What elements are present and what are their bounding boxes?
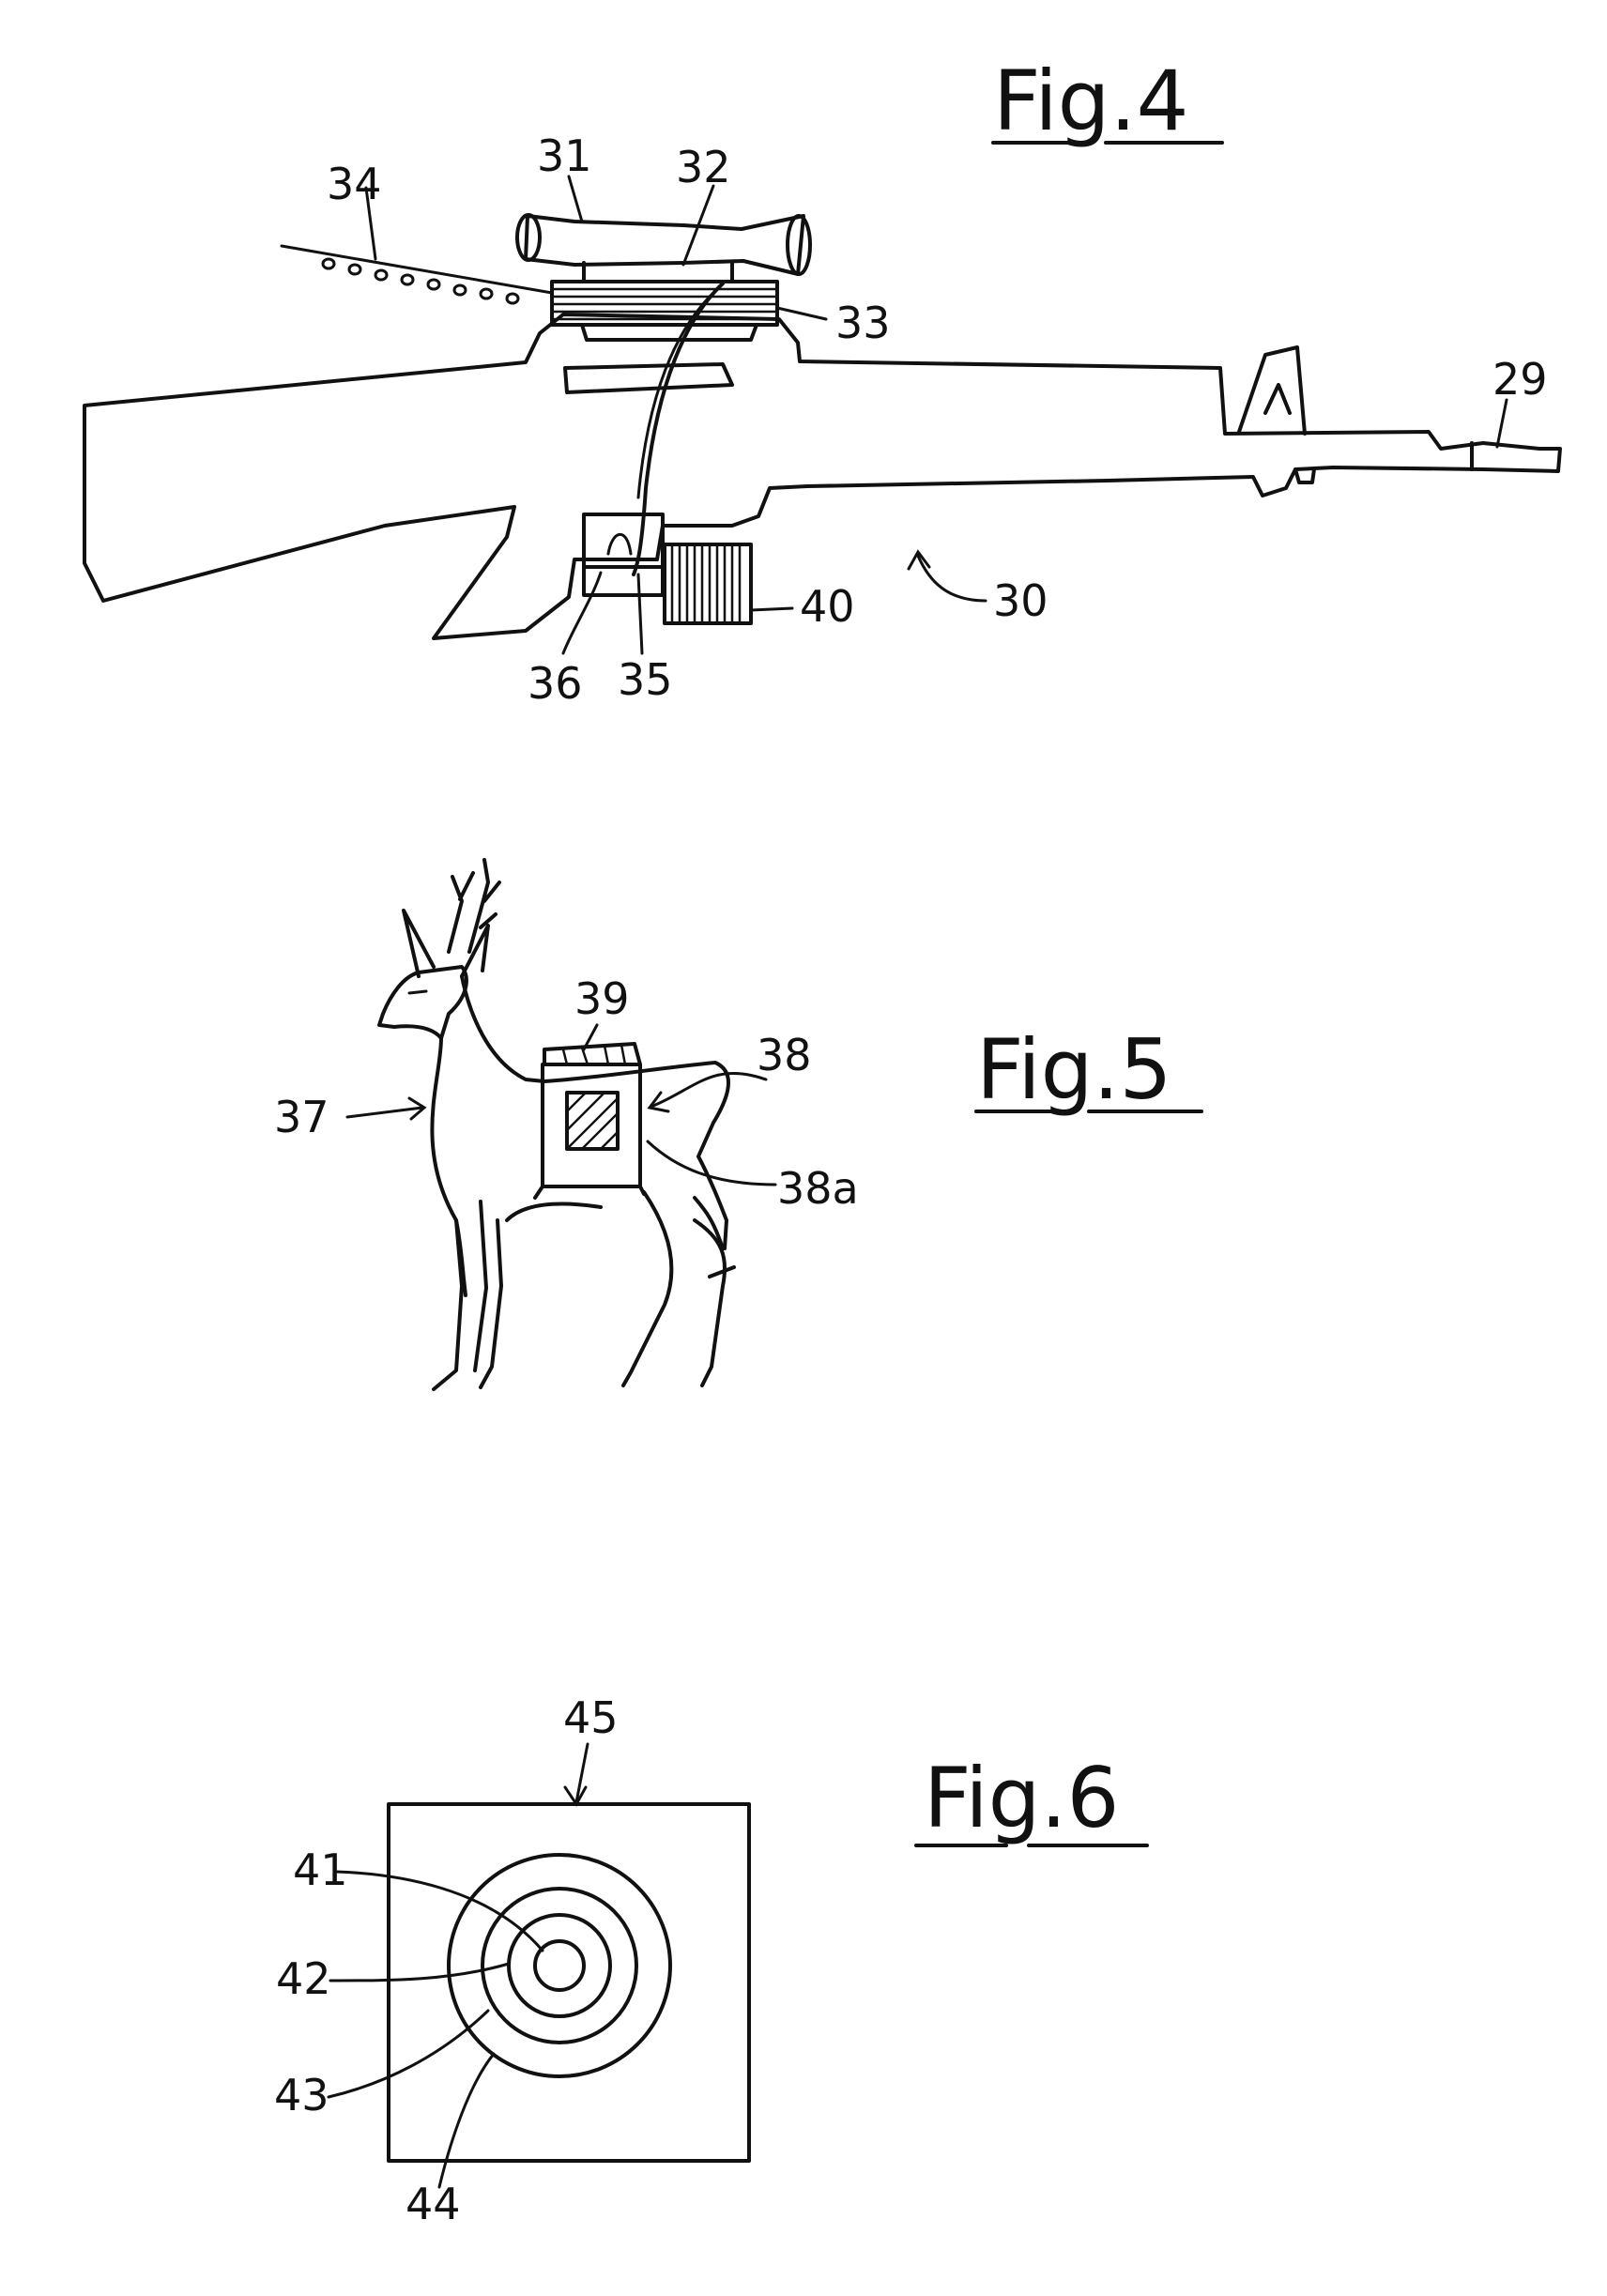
switch-contact (608, 534, 631, 554)
leader-35 (638, 574, 642, 653)
deer-drawing (347, 860, 775, 1389)
scope (517, 215, 810, 282)
label-32: 32 (676, 142, 731, 192)
label-40: 40 (800, 581, 855, 632)
fig5-title: Fig.5 (976, 1021, 1171, 1118)
target-board (389, 1804, 749, 2161)
label-37: 37 (274, 1092, 329, 1142)
label-39: 39 (574, 973, 630, 1024)
leader-33 (777, 308, 826, 319)
laser-emitter (552, 282, 777, 340)
deer-hock (710, 1267, 734, 1277)
leader-29 (1497, 400, 1507, 447)
label-33: 33 (835, 298, 891, 348)
front-sight-inner (1265, 385, 1290, 413)
leader-30 (918, 556, 986, 601)
fig4-title: Fig.4 (993, 53, 1188, 149)
battery-box (665, 544, 751, 623)
figure-5: Fig.5 (274, 860, 1201, 1389)
label-43: 43 (274, 2070, 329, 2120)
beam-line (282, 246, 552, 293)
label-42: 42 (276, 1953, 331, 2004)
leader-44 (439, 2054, 494, 2187)
deer-head (379, 967, 467, 1038)
label-41: 41 (293, 1844, 348, 1895)
laser-beam (282, 246, 552, 303)
deer-belly (507, 1204, 601, 1220)
label-44: 44 (406, 2179, 461, 2229)
label-38: 38 (757, 1030, 812, 1080)
label-31: 31 (537, 130, 592, 181)
leader-40 (751, 608, 792, 610)
leader-41 (336, 1872, 543, 1951)
deer-ear-left (404, 911, 434, 976)
label-30: 30 (993, 575, 1048, 626)
label-34: 34 (327, 159, 382, 209)
figure-4: Fig.4 (84, 53, 1560, 709)
leader-38a (648, 1141, 775, 1185)
body-target-plate (535, 1044, 644, 1198)
label-29: 29 (1492, 354, 1548, 405)
scope-tube (526, 216, 804, 274)
leader-37 (347, 1108, 422, 1117)
deer-front-leg-3 (475, 1202, 486, 1370)
label-35: 35 (618, 654, 673, 705)
bayonet-lug (1295, 469, 1314, 482)
deer-eye (409, 991, 426, 993)
concentric-target (329, 1744, 749, 2187)
battery-cells (672, 546, 740, 621)
deer-front-leg-1 (434, 1220, 462, 1389)
label-36: 36 (528, 658, 583, 709)
figure-6: Fig.6 45 41 42 43 44 (274, 1692, 1147, 2229)
leader-38 (653, 1073, 766, 1106)
arrow-45 (565, 1787, 586, 1804)
leader-31 (569, 176, 582, 222)
fig6-title: Fig.6 (924, 1750, 1119, 1846)
deer-hind-leg-1 (623, 1192, 671, 1385)
target-bottom (535, 1186, 644, 1198)
label-38a: 38a (777, 1163, 859, 1214)
deer-antler-left (449, 873, 473, 952)
carry-handle-window (565, 364, 732, 392)
target-top-strip (544, 1044, 640, 1064)
front-sight (1239, 347, 1305, 434)
emitter-base (582, 325, 757, 340)
target-hatching (567, 1093, 618, 1149)
battery-pack (665, 544, 751, 623)
label-45: 45 (563, 1692, 619, 1743)
